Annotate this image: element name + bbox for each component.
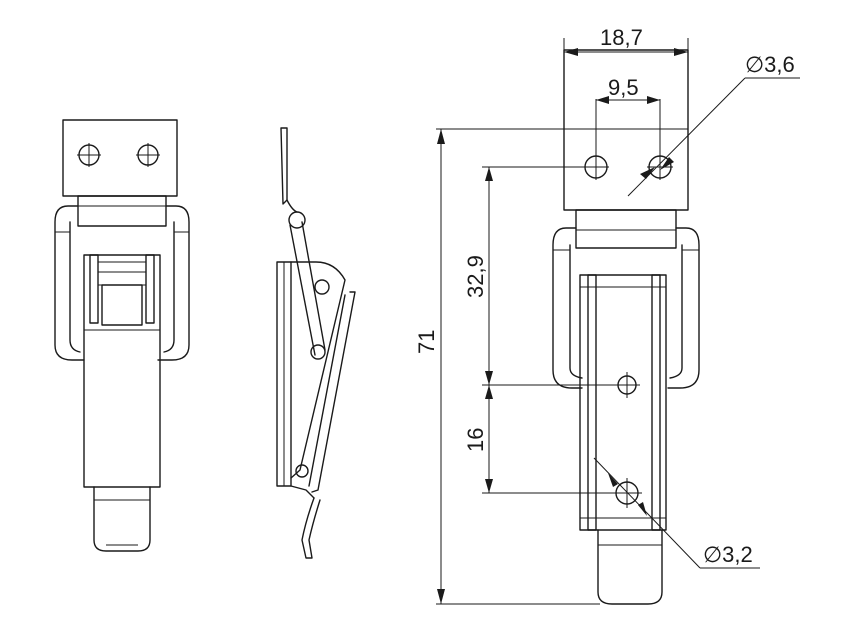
dimension-hole-to-middle: 32,9	[463, 166, 618, 386]
label-top-hole-diameter: ∅3,6	[745, 52, 795, 77]
dimension-middle-to-bottom: 16	[463, 385, 616, 494]
label-hole-spacing: 9,5	[608, 75, 639, 100]
label-bottom-hole-diameter: ∅3,2	[703, 542, 753, 567]
label-overall-length: 71	[414, 330, 439, 354]
label-hole-to-middle: 32,9	[463, 255, 488, 298]
side-view	[276, 127, 356, 559]
dimension-overall-length: 71	[414, 128, 688, 605]
dimensioned-view	[552, 49, 700, 605]
dimension-top-hole-diameter: ∅3,6	[627, 52, 800, 197]
label-top-width: 18,7	[600, 25, 643, 50]
dimension-top-width: 18,7	[563, 25, 689, 56]
dimension-hole-spacing: 9,5	[595, 75, 661, 156]
dimension-bottom-hole-diameter: ∅3,2	[593, 457, 760, 569]
front-view	[54, 119, 190, 552]
label-middle-to-bottom: 16	[463, 428, 488, 452]
